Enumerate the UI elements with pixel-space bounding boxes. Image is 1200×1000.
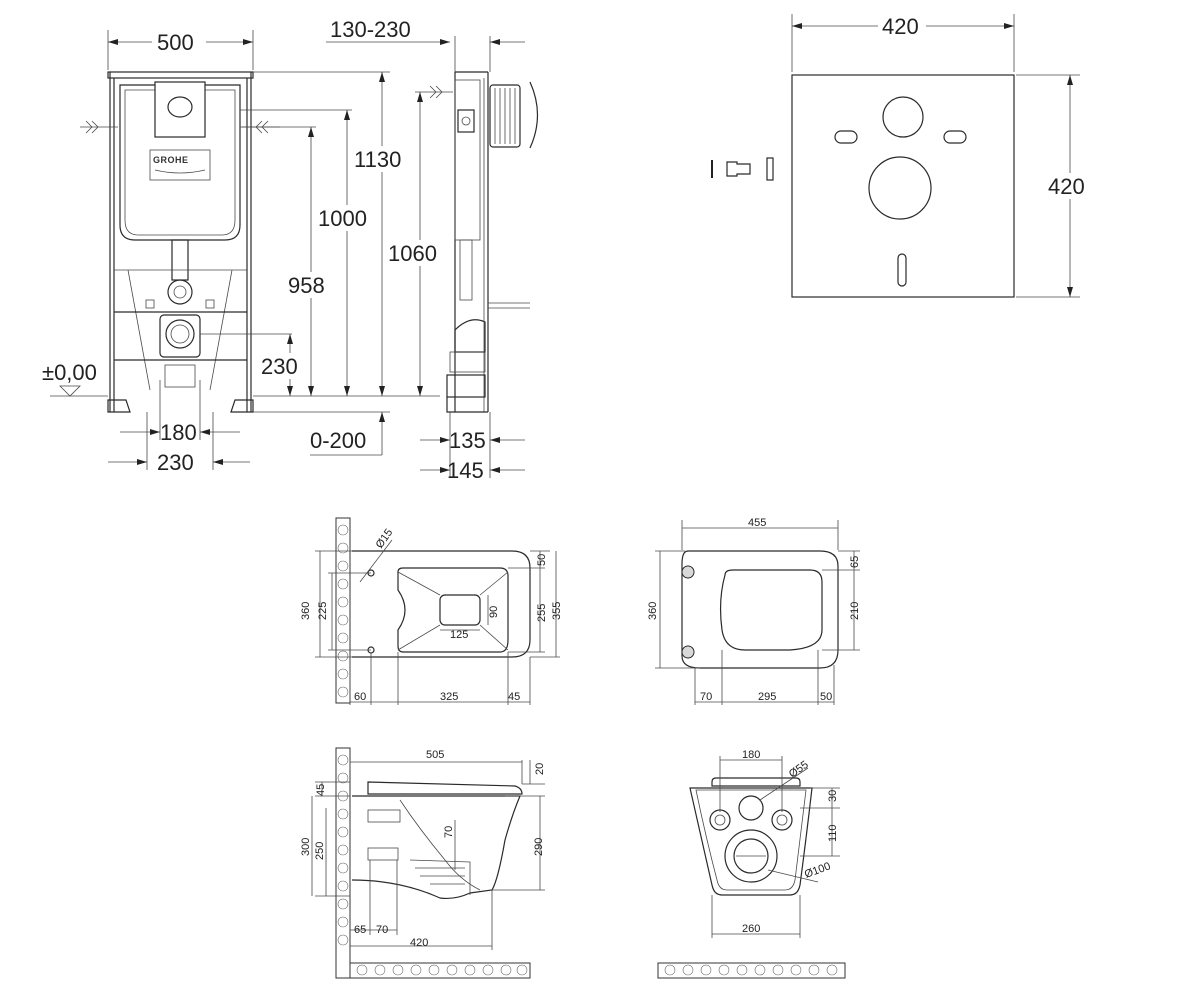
dim-side-length-505: 505 [426, 749, 444, 761]
dim-side-290: 290 [533, 838, 545, 856]
dim-side-45: 45 [315, 784, 327, 796]
dim-height-958: 958 [288, 273, 325, 298]
dim-frame-width: 500 [157, 30, 194, 55]
dim-seat-70: 70 [700, 691, 712, 703]
dim-rear-30: 30 [827, 790, 839, 802]
dim-drain-height: 230 [261, 354, 298, 379]
dim-side-depth-145: 145 [447, 458, 484, 483]
dim-bolt-diameter: Ø15 [374, 527, 396, 551]
bowl-rear-view: 180 Ø55 30 110 Ø100 260 [657, 749, 846, 979]
seat-top-view: 455 360 65 210 70 295 50 [647, 517, 861, 705]
frame-side-view: 1060 135 145 [386, 71, 539, 483]
dim-mat-width: 420 [882, 14, 919, 39]
dim-depth-range: 130-230 [330, 17, 411, 42]
dim-rear-diameter-100: Ø100 [803, 860, 832, 880]
dim-rear-260: 260 [742, 923, 760, 935]
dim-outer-spacing: 230 [157, 450, 194, 475]
dim-rear-diameter-55: Ø55 [787, 759, 811, 781]
dim-top-50: 50 [536, 554, 548, 566]
bowl-top-view: Ø15 360 225 50 255 355 90 125 60 325 45 [300, 517, 563, 705]
dim-bolt-offset-60: 60 [354, 691, 366, 703]
dim-mat-height: 420 [1048, 174, 1085, 199]
dim-seat-210: 210 [849, 602, 861, 620]
dim-outlet-90: 90 [488, 606, 500, 618]
dim-seat-360: 360 [647, 602, 659, 620]
dim-rear-180: 180 [742, 749, 760, 761]
dim-side-70-vertical: 70 [443, 826, 455, 838]
dim-bolt-spacing-225: 225 [317, 602, 329, 620]
dim-seat-295: 295 [758, 691, 776, 703]
floor-reference-label: ±0,00 [42, 360, 97, 385]
dim-side-250: 250 [314, 842, 326, 860]
dim-height-1000: 1000 [318, 206, 367, 231]
dim-seat-width-455: 455 [748, 517, 766, 529]
dim-total-height: 1130 [354, 147, 401, 172]
grohe-logo: GROHE [153, 155, 189, 165]
dim-pipe-spacing: 180 [160, 420, 197, 445]
frame-front-elevation: GROHE [42, 17, 525, 475]
dim-side-420: 420 [410, 937, 428, 949]
dim-seat-65: 65 [849, 556, 861, 568]
dim-inner-255: 255 [536, 604, 548, 622]
dim-outer-355: 355 [551, 602, 563, 620]
dim-bowl-width-360: 360 [300, 602, 312, 620]
bowl-side-view: 505 20 45 300 250 70 290 65 70 420 [300, 747, 546, 979]
dim-body-325: 325 [440, 691, 458, 703]
dim-side-70-horizontal: 70 [376, 924, 388, 936]
dim-side-65: 65 [354, 924, 366, 936]
dim-side-depth-135: 135 [449, 428, 486, 453]
dim-rear-110: 110 [827, 824, 839, 842]
dim-side-height: 1060 [388, 241, 437, 266]
dim-side-20: 20 [534, 763, 546, 775]
dim-seat-50: 50 [820, 691, 832, 703]
dim-front-45: 45 [508, 691, 520, 703]
dim-floor-adjust: 0-200 [310, 428, 366, 453]
sound-insulation-mat: 420 420 [711, 13, 1092, 298]
dim-side-300: 300 [300, 838, 312, 856]
dim-outlet-125: 125 [450, 629, 468, 641]
